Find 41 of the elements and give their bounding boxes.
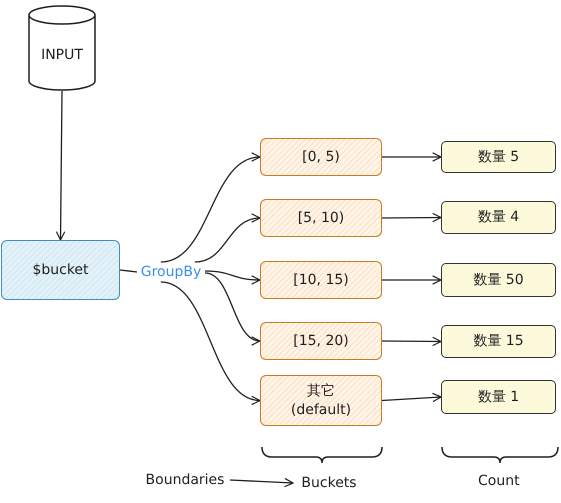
brace-label: Count [478, 473, 520, 489]
arrow [194, 214, 261, 263]
term-label: Boundaries [146, 470, 224, 490]
operator-label: GroupBy [140, 262, 202, 282]
box-text: $bucket [32, 260, 89, 280]
arrow [204, 272, 261, 344]
arrow [382, 392, 442, 402]
count-box [441, 380, 556, 414]
arrow [382, 336, 442, 346]
arrow [230, 478, 294, 488]
arrow [56, 91, 66, 241]
arrow [160, 154, 261, 263]
count-box [441, 201, 556, 234]
arrow [160, 281, 261, 404]
term-label: Buckets [301, 474, 357, 492]
connector-line [120, 269, 138, 273]
box-text: 数量 1 [478, 388, 520, 406]
box-text: 数量 5 [478, 148, 520, 166]
count-box [441, 263, 556, 297]
box-text: [5, 10) [298, 208, 344, 228]
arrow [204, 270, 261, 285]
box-text: [10, 15) [293, 270, 349, 290]
box-text: 其它 [307, 382, 335, 400]
box-text: 数量 4 [478, 208, 520, 227]
box-text: 数量 15 [473, 332, 524, 351]
count-box [441, 325, 556, 358]
bucket-box [260, 138, 382, 176]
box-text: INPUT [41, 46, 83, 64]
bucket-box [260, 322, 382, 360]
bucket-box [260, 375, 382, 426]
arrow [382, 212, 442, 222]
bucket-box [260, 261, 382, 299]
box-text: [15, 20) [293, 332, 349, 350]
box-text: 数量 50 [473, 270, 524, 290]
box-text: [0, 5) [302, 148, 340, 166]
arrow [382, 275, 442, 285]
box-text: (default) [290, 400, 352, 419]
bucket-box [260, 199, 382, 237]
stage-box [1, 240, 120, 300]
count-box [441, 141, 556, 173]
arrow [382, 152, 442, 162]
